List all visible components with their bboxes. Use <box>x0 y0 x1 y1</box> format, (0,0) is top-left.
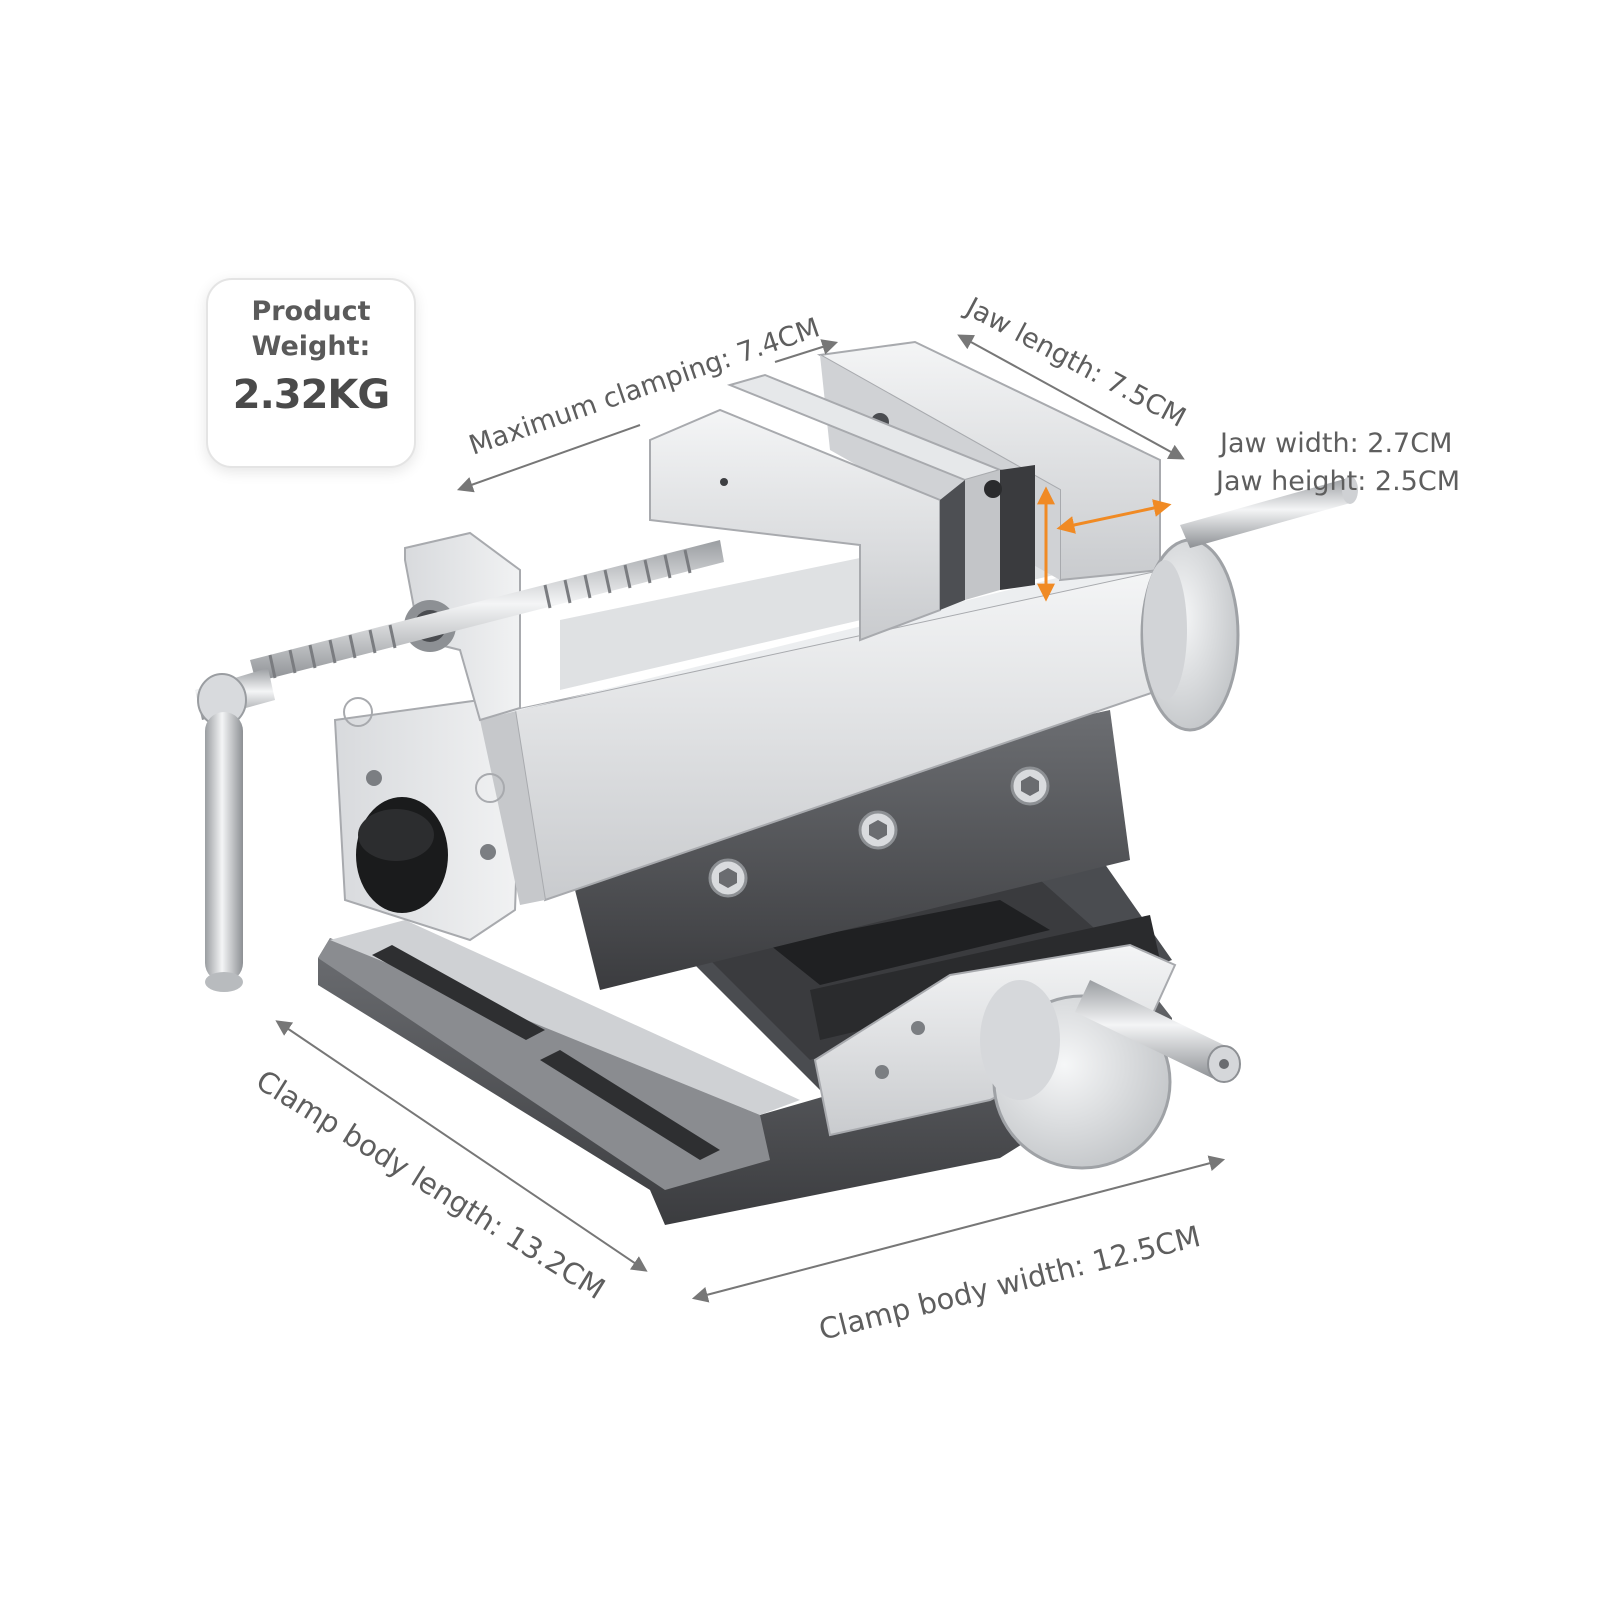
jaw-height-label: Jaw height: 2.5CM <box>1214 466 1460 497</box>
weight-badge: Product Weight: 2.32KG <box>206 278 416 468</box>
screw-handle[interactable] <box>195 668 275 992</box>
locking-knob[interactable] <box>356 797 448 913</box>
base-slot <box>372 945 545 1040</box>
weight-label-line2: Weight: <box>251 331 371 362</box>
weight-value: 2.32KG <box>232 372 391 418</box>
jaw-dimension-arrows <box>1037 486 1172 602</box>
body-width-label: Clamp body width: 12.5CM <box>815 1219 1203 1347</box>
jaw-width-label: Jaw width: 2.7CM <box>1218 428 1452 459</box>
y-axis-handle[interactable] <box>1075 980 1241 1083</box>
x-axis-handwheel[interactable] <box>1140 538 1240 732</box>
hex-bolt <box>1010 766 1050 806</box>
weight-label-line1: Product <box>251 296 371 327</box>
x-axis-handle[interactable] <box>1180 476 1358 548</box>
jaw-opening <box>984 465 1035 590</box>
hex-bolt <box>708 858 748 898</box>
y-axis-handwheel[interactable] <box>980 980 1172 1170</box>
dimension-lines <box>275 334 1226 1303</box>
hex-bolt <box>858 810 898 850</box>
lead-screw <box>250 540 724 682</box>
movable-jaw <box>649 373 1004 642</box>
